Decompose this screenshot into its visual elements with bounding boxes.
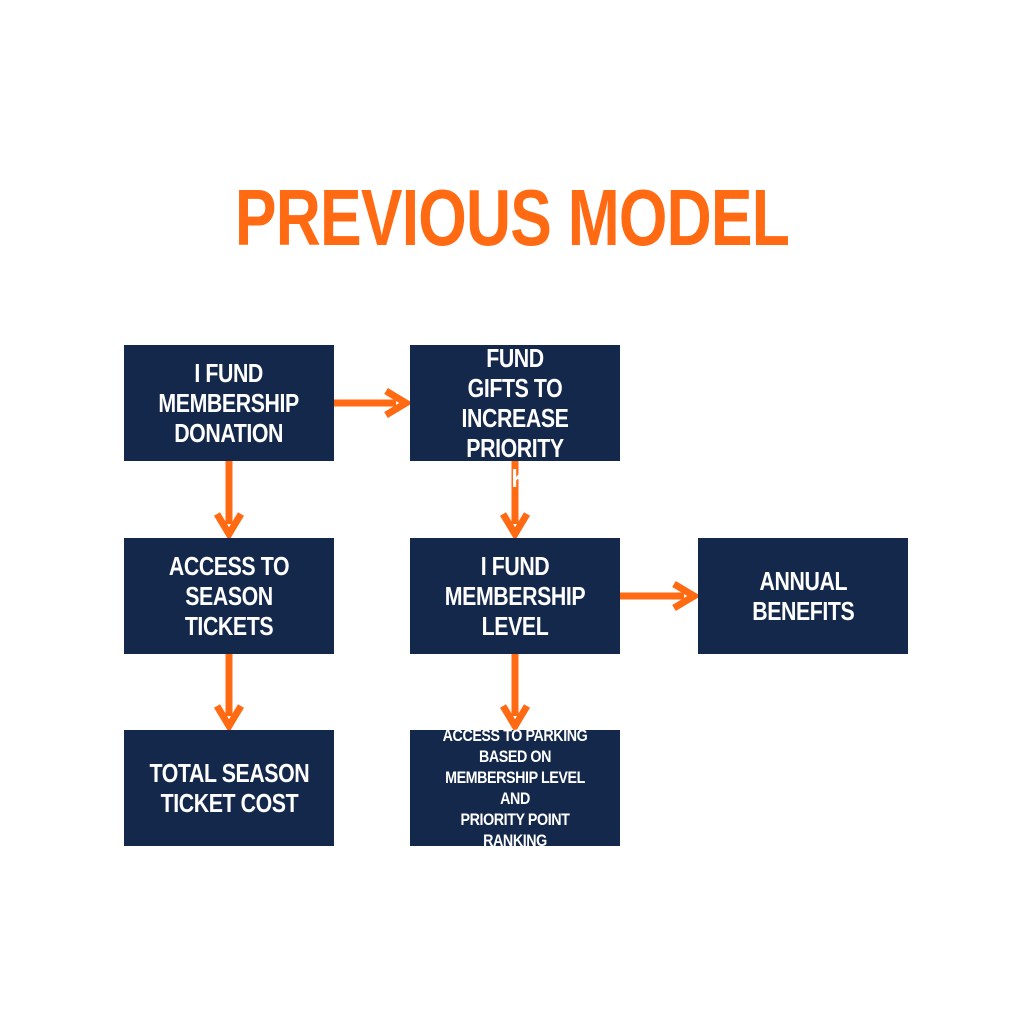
box-additional-gifts-label: ADDITIONAL I FUND GIFTS TO INCREASE PRIO… (445, 313, 584, 493)
arrow-donation-to-gifts (334, 387, 413, 419)
box-membership-donation-label: I FUND MEMBERSHIP DONATION (158, 358, 300, 448)
box-annual-benefits-label: ANNUAL BENEFITS (751, 566, 855, 626)
box-membership-donation: I FUND MEMBERSHIP DONATION (124, 345, 334, 461)
box-parking-access: ACCESS TO PARKING BASED ON MEMBERSHIP LE… (410, 726, 620, 850)
box-season-tickets-access-label: ACCESS TO SEASON TICKETS (168, 551, 290, 641)
box-total-ticket-cost-label: TOTAL SEASON TICKET COST (149, 758, 309, 818)
page-title: PREVIOUS MODEL (234, 173, 790, 262)
arrow-season-tickets-to-total-cost (213, 654, 245, 733)
box-membership-level-label: I FUND MEMBERSHIP LEVEL (444, 551, 586, 641)
arrow-donation-to-season-tickets (213, 461, 245, 541)
box-membership-level: I FUND MEMBERSHIP LEVEL (410, 538, 620, 654)
box-season-tickets-access: ACCESS TO SEASON TICKETS (124, 538, 334, 654)
box-total-ticket-cost: TOTAL SEASON TICKET COST (124, 730, 334, 846)
box-annual-benefits: ANNUAL BENEFITS (698, 538, 908, 654)
box-parking-access-label: ACCESS TO PARKING BASED ON MEMBERSHIP LE… (442, 726, 588, 850)
arrow-membership-level-to-parking (499, 654, 531, 733)
box-additional-gifts: ADDITIONAL I FUND GIFTS TO INCREASE PRIO… (410, 313, 620, 493)
arrow-membership-level-to-annual-benefits (620, 580, 701, 612)
